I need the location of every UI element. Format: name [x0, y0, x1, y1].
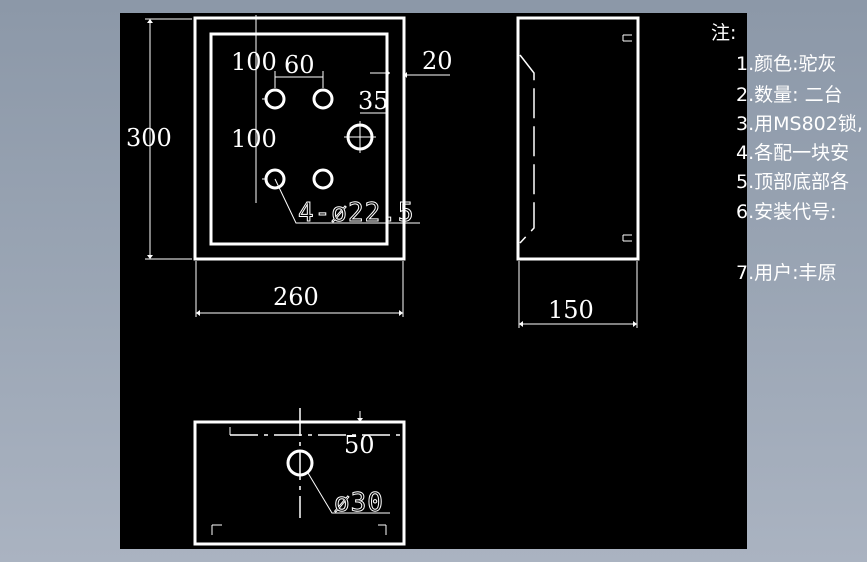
dim-text-depth: 150	[548, 296, 594, 324]
bottom-view: 50 ø30	[193, 408, 406, 546]
hole-callout-text: 4-ø22.5	[298, 198, 415, 228]
bottom-bracket	[378, 524, 387, 535]
lock-hole	[344, 121, 376, 153]
side-bracket	[622, 234, 632, 242]
dim-text-top-offset: 100	[231, 48, 277, 76]
mount-hole	[312, 88, 334, 110]
dim-arrow	[633, 321, 637, 327]
dim-arrow	[357, 418, 363, 422]
front-outer-frame	[193, 16, 406, 261]
note-item: 3.用MS802锁,	[736, 113, 863, 135]
dim-text-lock-offset: 35	[358, 87, 389, 115]
dim-text-hole-spacing-h: 60	[284, 51, 315, 79]
note-item: 4.各配一块安	[736, 142, 849, 164]
note-item: 1.颜色:驼灰	[736, 53, 837, 75]
dim-text-width: 260	[273, 283, 319, 311]
dim-arrow	[196, 310, 200, 316]
cad-drawing: 100 60 20 35 100 300 260 4-ø22.5	[126, 15, 863, 546]
hole-callout-leader	[274, 178, 420, 224]
note-item: 7.用户:丰原	[736, 262, 837, 284]
dim-arrow	[519, 321, 523, 327]
dim-arrow	[387, 70, 390, 76]
dim-arrow	[147, 255, 153, 259]
dim-arrow	[147, 19, 153, 23]
dim-text-hole-offset: 50	[344, 431, 375, 459]
technical-notes: 注: 1.颜色:驼灰 2.数量: 二台 3.用MS802锁, 4.各配一块安 5…	[711, 22, 863, 284]
note-item: 2.数量: 二台	[736, 84, 843, 106]
side-bracket	[622, 34, 632, 42]
side-view: 150	[516, 16, 640, 328]
bottom-bracket	[211, 524, 222, 535]
cad-drawing-canvas[interactable]: 100 60 20 35 100 300 260 4-ø22.5	[120, 13, 863, 549]
dim-text-height: 300	[126, 124, 172, 152]
dim-arrow	[399, 310, 403, 316]
cable-hole-callout-text: ø30	[334, 488, 384, 518]
dim-text-hole-spacing-v: 100	[231, 125, 277, 153]
dim-text-side-margin: 20	[422, 47, 453, 75]
note-item: 5.顶部底部各	[736, 171, 849, 193]
note-item: 6.安装代号:	[736, 201, 837, 223]
notes-title: 注:	[711, 22, 736, 44]
side-outer-frame	[516, 16, 640, 261]
mount-hole	[312, 168, 334, 190]
front-view: 100 60 20 35 100 300 260 4-ø22.5	[126, 15, 453, 317]
cable-hole-leader	[307, 472, 390, 514]
cable-hole	[286, 449, 314, 477]
door-hinge-hidden-line	[519, 54, 535, 244]
front-inner-panel	[209, 32, 389, 246]
dim-arrow	[404, 72, 407, 78]
mount-hole	[264, 88, 286, 110]
